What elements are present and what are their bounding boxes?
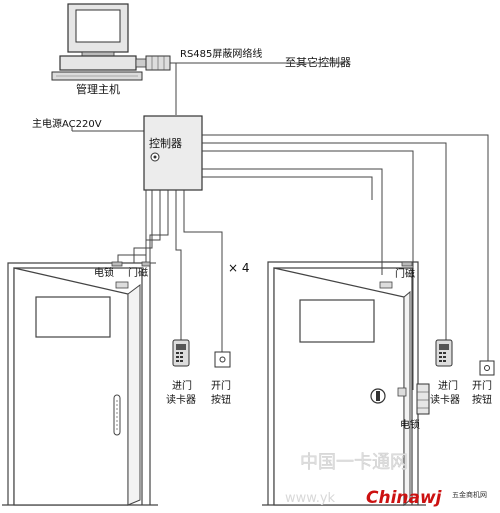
management-host-computer	[51, 3, 143, 81]
left-button-label-1: 开门	[211, 379, 231, 392]
watermark-brand: Chinawj 五金商机网	[366, 488, 487, 508]
main-power-label: 主电源AC220V	[32, 117, 102, 130]
wires-to-right-door	[202, 134, 489, 390]
left-exit-button-icon	[214, 351, 231, 368]
left-door-lock-label: 电锁	[94, 266, 114, 279]
left-reader-label-2: 读卡器	[166, 393, 196, 406]
rs485-converter	[135, 55, 171, 71]
right-door-lock-label: 电锁	[400, 418, 420, 431]
left-door-leaf	[13, 267, 141, 506]
right-reader-label-2: 读卡器	[430, 393, 460, 406]
left-reader-label-1: 进门	[172, 379, 192, 392]
right-door-magnet-label: 门磁	[395, 267, 415, 280]
quantity-label: × 4	[228, 261, 250, 275]
watermark-brand-sub: 五金商机网	[452, 490, 487, 499]
left-card-reader-icon	[172, 339, 190, 367]
right-door-lock-unit	[416, 383, 430, 415]
wires-to-left-door	[117, 190, 223, 352]
left-button-label-2: 按钮	[211, 393, 231, 406]
watermark-cn-site: 中国一卡通网	[300, 452, 408, 473]
host-label: 管理主机	[76, 82, 120, 96]
left-door-magnet-label: 门磁	[128, 266, 148, 279]
controller-label: 控制器	[149, 136, 182, 150]
watermark-brand-text: Chinawj	[366, 488, 443, 508]
right-button-label-2: 按钮	[472, 393, 492, 406]
rs485-cable-label: RS485屏蔽网络线	[180, 47, 262, 60]
watermark-url: www.yk	[285, 491, 336, 506]
right-door-leaf	[273, 267, 411, 507]
right-card-reader-icon	[435, 339, 453, 367]
network-cable	[170, 62, 345, 115]
right-reader-label-1: 进门	[438, 379, 458, 392]
right-button-label-1: 开门	[472, 379, 492, 392]
right-exit-button-icon	[479, 360, 495, 376]
other-controllers-label: 至其它控制器	[285, 55, 351, 69]
controller-box	[143, 115, 203, 191]
